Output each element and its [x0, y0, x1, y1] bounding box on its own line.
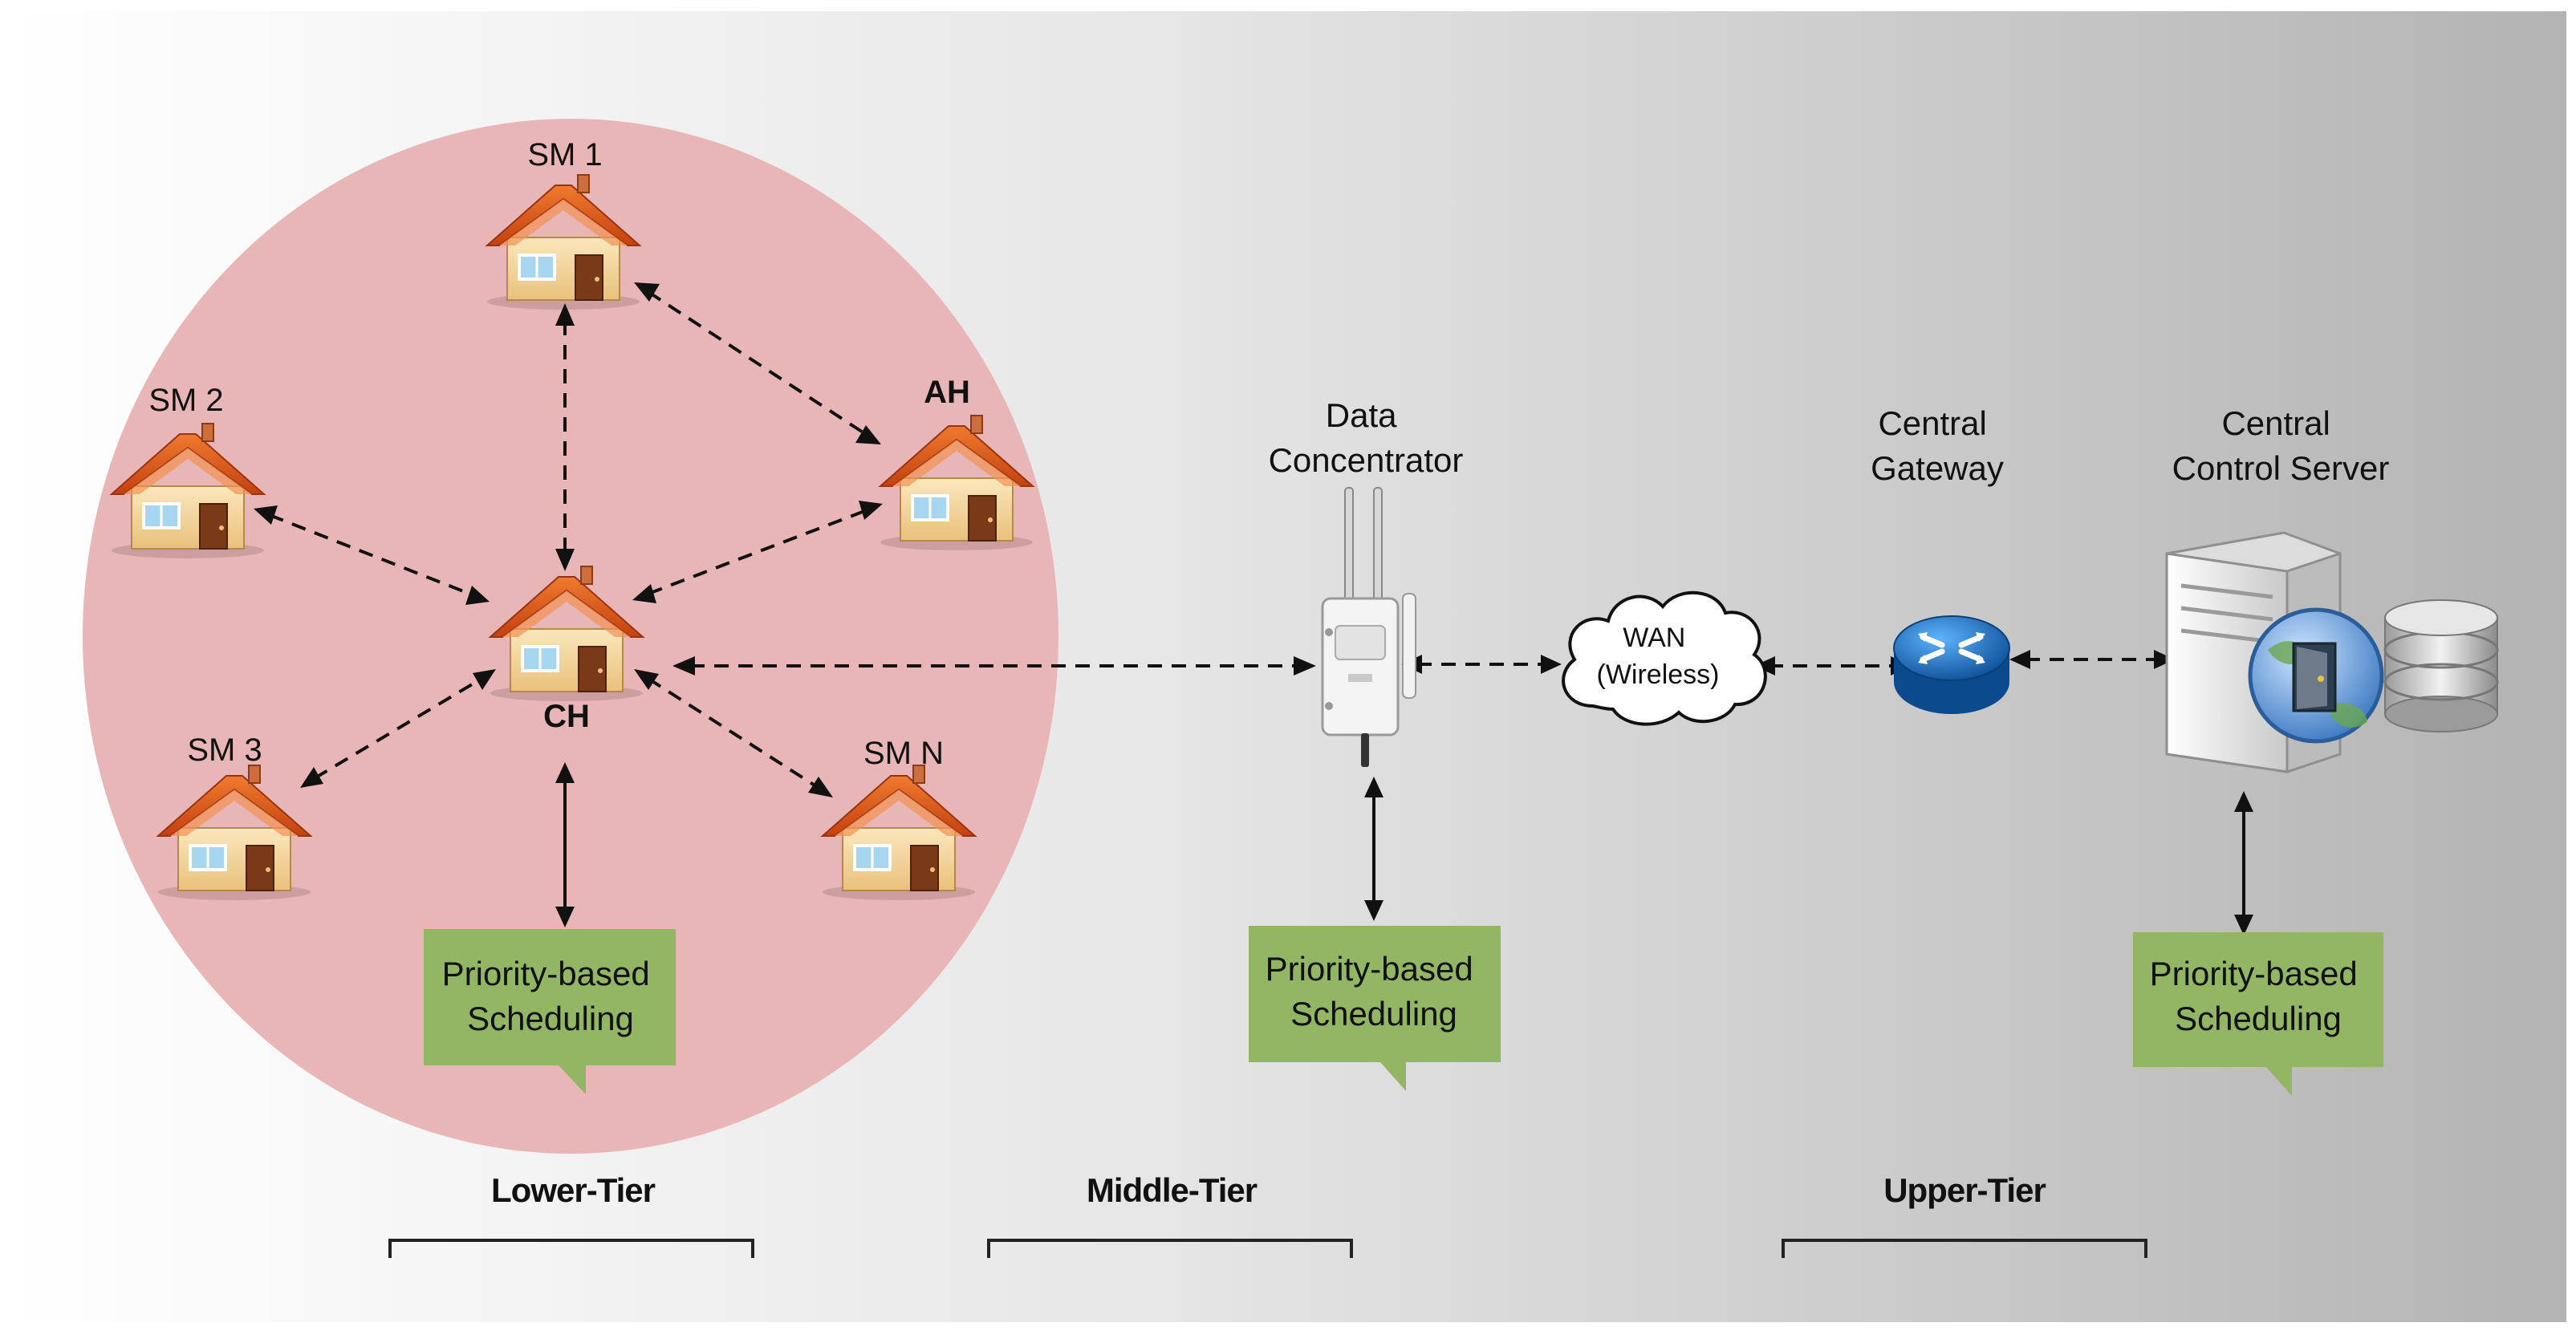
- label-ah: AH: [924, 375, 970, 410]
- label-wan: WAN (Wireless): [1597, 623, 1720, 690]
- link-sm1-ah: [647, 290, 868, 436]
- scheduling-callout-upper: Priority-based Scheduling: [2133, 932, 2383, 1096]
- link-sm2-ch: [269, 513, 474, 597]
- arrowhead: [634, 282, 660, 302]
- label-data-concentrator: Data Concentrator: [1269, 396, 1464, 479]
- arrowhead: [555, 549, 575, 571]
- tier-bracket-upper: [1782, 1239, 2147, 1258]
- access-point-icon: [1321, 487, 1416, 767]
- svg-text:Priority-based Schedulin: Priority-based Scheduling: [1266, 950, 1483, 1033]
- label-sm3: SM 3: [187, 732, 262, 768]
- svg-text:Priority-based Schedulin: Priority-based Scheduling: [442, 955, 660, 1037]
- label-central-gateway: Central Gateway: [1871, 404, 2004, 487]
- arrowhead: [859, 501, 883, 520]
- tier-bracket-lower: [388, 1239, 754, 1258]
- arrowhead: [2009, 650, 2030, 669]
- arrowhead: [254, 505, 278, 525]
- arrowhead: [555, 762, 575, 783]
- arrowhead: [808, 777, 833, 797]
- database-icon: [2383, 599, 2499, 732]
- scheduling-callout-middle: Priority-based Scheduling: [1249, 926, 1501, 1091]
- arrowheads: [254, 282, 2253, 935]
- tier-brackets: [388, 1239, 2147, 1258]
- svg-text:Priority-based Schedulin: Priority-based Scheduling: [2150, 955, 2367, 1037]
- arrowhead: [473, 669, 496, 690]
- tier-bracket-middle: [987, 1239, 1353, 1258]
- label-smn: SM N: [863, 736, 944, 771]
- arrowhead: [672, 656, 695, 676]
- globe-door-icon: [2248, 607, 2384, 744]
- arrowhead: [1364, 900, 1383, 921]
- link-sm3-ch: [313, 677, 483, 780]
- arrowhead: [465, 586, 490, 605]
- arrowhead: [1541, 655, 1562, 674]
- arrowhead: [634, 669, 659, 690]
- arrowhead: [1294, 656, 1316, 676]
- arrowhead: [555, 303, 575, 326]
- label-sm1: SM 1: [527, 137, 602, 172]
- arrowhead: [555, 907, 575, 927]
- link-smn-ch: [647, 677, 820, 789]
- tier-label-upper: Upper-Tier: [1883, 1171, 2046, 1209]
- link-ah-ch: [648, 509, 867, 595]
- label-central-control-server: Central Control Server: [2172, 404, 2390, 487]
- arrowhead: [2234, 791, 2253, 812]
- tier-label-lower: Lower-Tier: [491, 1171, 656, 1209]
- label-sm2: SM 2: [148, 383, 223, 418]
- cloud-icon: [1562, 590, 1767, 726]
- arrowhead: [2154, 650, 2175, 669]
- connections: [269, 290, 2245, 927]
- arrowhead: [632, 584, 656, 603]
- router-icon: [1893, 615, 2010, 714]
- scheduling-callout-lower: Priority-based Scheduling: [424, 929, 676, 1094]
- arrowhead: [1364, 777, 1383, 797]
- tier-label-middle: Middle-Tier: [1087, 1171, 1258, 1209]
- label-ch: CH: [543, 699, 590, 734]
- arrowhead: [300, 767, 323, 788]
- arrowhead: [2234, 915, 2253, 935]
- arrowhead: [855, 425, 881, 444]
